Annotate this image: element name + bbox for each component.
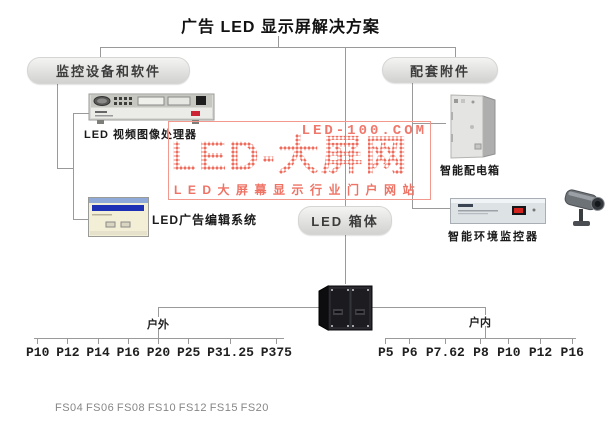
env-monitor-label: 智能环境监控器 (448, 231, 539, 243)
fs-series-label: FS15 (209, 402, 238, 414)
connector-indoor-stem (485, 326, 486, 338)
bracket-tick (67, 338, 69, 344)
bracket-tick (385, 338, 387, 344)
watermark-slogan: LED大屏幕显示行业门户网站 (174, 183, 422, 197)
pixel-pitch-label: P12 (56, 345, 80, 360)
indoor-pixel-item: P8 (473, 338, 489, 360)
node-accessories-label: 配套附件 (409, 63, 470, 79)
node-accessories: 配套附件 (382, 57, 498, 83)
pixel-pitch-label: P10 (26, 345, 50, 360)
pixel-pitch-label: P31.25 (207, 345, 254, 360)
bracket-tick (127, 338, 129, 344)
indoor-bracket-line (386, 338, 576, 339)
camera-image (562, 185, 608, 237)
video-processor-image (88, 92, 215, 131)
indoor-pixel-item: P6 (402, 338, 418, 360)
connector-outdoor-stem (158, 328, 159, 338)
fs-series-label: FS06 (85, 402, 115, 414)
outdoor-bracket-line (34, 338, 284, 339)
node-monitoring-label: 监控设备和软件 (55, 64, 161, 79)
bracket-tick (480, 338, 482, 344)
outdoor-pixel-item: P31.25 (207, 338, 254, 360)
pixel-pitch-label: P12 (528, 345, 553, 360)
power-box-label: 智能配电箱 (440, 165, 500, 177)
outdoor-pixel-item: P20 (147, 338, 170, 360)
fs-series-label: FS12 (178, 402, 208, 414)
pixel-pitch-label: P6 (401, 345, 418, 360)
connector-outdoor-drop (158, 307, 159, 317)
outdoor-pixel-item: P375 (261, 338, 292, 360)
pixel-pitch-label: P10 (497, 345, 521, 360)
pixel-pitch-label: P16 (560, 345, 584, 360)
outdoor-label: 户外 (147, 319, 169, 331)
connector-arm-editor (73, 219, 91, 220)
indoor-pixel-list: P5 P6 P7.62 P8 P10 P12 P16 (378, 338, 584, 360)
connector-monitoring-bracket (73, 113, 74, 220)
pixel-pitch-label: P7.62 (425, 345, 465, 360)
pixel-pitch-label: P375 (260, 345, 292, 360)
node-led-cabinet-label: LED 箱体 (311, 214, 379, 229)
bracket-tick (409, 338, 411, 344)
connector-title-stem (278, 36, 279, 48)
pixel-pitch-label: P16 (116, 345, 140, 360)
outdoor-pixel-item: P10 (26, 338, 49, 360)
connector-indoor-drop (485, 307, 486, 315)
connector-monitoring-stem (57, 83, 58, 169)
fs-series-label: FS10 (147, 402, 177, 414)
outdoor-pixel-item: P16 (117, 338, 140, 360)
indoor-label: 户内 (469, 317, 491, 329)
bracket-tick (97, 338, 99, 344)
power-box-image (445, 92, 500, 165)
indoor-pixel-item: P7.62 (426, 338, 465, 360)
pixel-pitch-label: P25 (176, 345, 201, 360)
outdoor-pixel-item: P14 (86, 338, 110, 360)
ad-editor-image (88, 197, 149, 242)
bracket-tick (571, 338, 573, 344)
pixel-pitch-label: P14 (86, 345, 110, 360)
pixel-pitch-label: P5 (378, 345, 394, 360)
indoor-pixel-item: P5 (378, 338, 394, 360)
bracket-tick (188, 338, 190, 344)
watermark-domain: LED-100.COM (301, 123, 427, 139)
bracket-tick (37, 338, 39, 344)
connector-arm-powerbox (412, 123, 446, 124)
bracket-tick (508, 338, 510, 344)
ad-editor-label: LED广告编辑系统 (152, 213, 258, 227)
watermark-brand: LED-大屏网 (171, 132, 409, 179)
connector-drop-monitoring (100, 47, 101, 58)
indoor-pixel-item: P10 (497, 338, 521, 360)
connector-accessories-stem (412, 81, 413, 209)
connector-cabinet-stem (345, 233, 346, 284)
bracket-tick (230, 338, 232, 344)
node-led-cabinet: LED 箱体 (298, 206, 392, 235)
node-monitoring-equipment: 监控设备和软件 (27, 57, 190, 84)
pixel-pitch-label: P20 (146, 345, 171, 360)
led-cabinet-image (317, 282, 374, 338)
connector-drop-cabinet (345, 47, 346, 206)
fs-series-label: FS20 (240, 402, 269, 414)
bracket-tick (275, 338, 277, 344)
bracket-tick (157, 338, 159, 344)
indoor-pixel-item: P16 (561, 338, 584, 360)
watermark-box: LED-100.COM LED-大屏网 LED大屏幕显示行业门户网站 (168, 121, 431, 200)
outdoor-pixel-item: P12 (56, 338, 80, 360)
fs-series-label: FS04 (55, 402, 84, 414)
bracket-tick (540, 338, 542, 344)
outdoor-pixel-item: P25 (177, 338, 200, 360)
env-monitor-image (450, 196, 547, 232)
connector-arm-processor (73, 113, 89, 114)
connector-top-rail (100, 47, 456, 48)
connector-drop-accessories (455, 47, 456, 58)
page-title: 广告 LED 显示屏解决方案 (181, 19, 380, 36)
outdoor-pixel-list: P10 P12 P14 P16 P20 P25 P31.25 P (26, 338, 292, 360)
pixel-pitch-label: P8 (473, 345, 489, 360)
connector-monitoring-elbow (57, 168, 74, 169)
fs-series-label: FS08 (116, 402, 146, 414)
connector-arm-monitor (412, 208, 451, 209)
indoor-pixel-item: P12 (529, 338, 552, 360)
bracket-tick (444, 338, 446, 344)
